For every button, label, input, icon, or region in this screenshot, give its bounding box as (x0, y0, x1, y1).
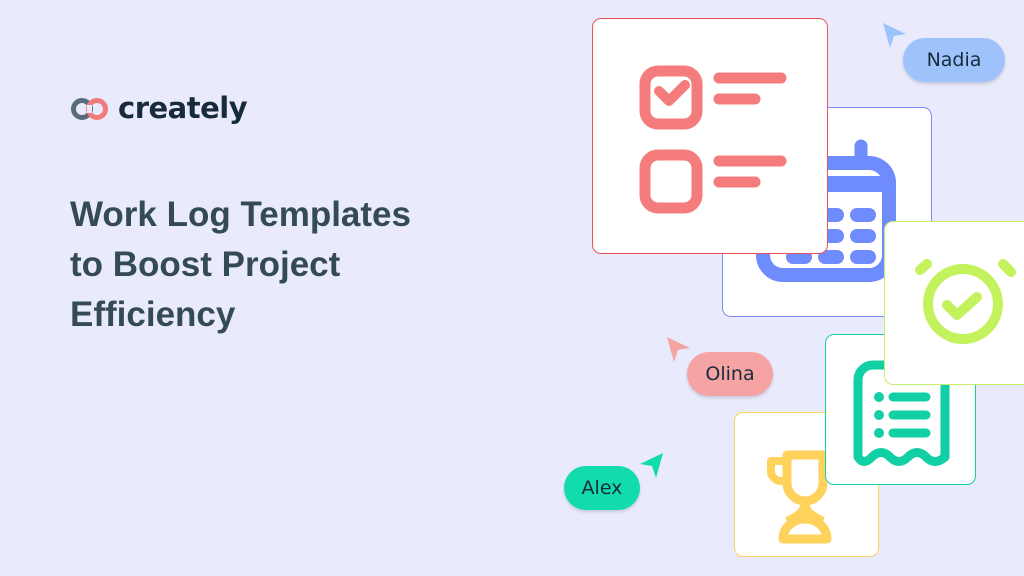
collaborator-name: Alex (581, 477, 623, 499)
olina-cursor-icon (667, 337, 690, 362)
creately-wordmark: creately (118, 91, 248, 125)
creately-logo-mark-icon (70, 96, 110, 122)
title-line-1: Work Log Templates (70, 195, 411, 234)
title-line-3: Efficiency (70, 295, 236, 334)
page-title: Work Log Templates to Boost Project Effi… (70, 190, 490, 340)
collaborator-name: Nadia (926, 49, 982, 71)
checklist-card (592, 18, 828, 254)
collaborator-name: Olina (705, 363, 755, 385)
creately-logo[interactable]: creately (70, 91, 248, 125)
checklist-icon (639, 65, 787, 214)
alarm-check-icon (915, 259, 1016, 344)
nadia-cursor-icon (883, 23, 906, 48)
title-line-2: to Boost Project (70, 245, 341, 284)
trophy-icon (767, 450, 832, 544)
alex-cursor-icon (640, 453, 663, 478)
collaborator-badge-alex: Alex (564, 466, 640, 510)
collaborator-badge-olina: Olina (687, 352, 773, 396)
collaborator-badge-nadia: Nadia (903, 38, 1005, 82)
alarm-card (884, 221, 1024, 385)
